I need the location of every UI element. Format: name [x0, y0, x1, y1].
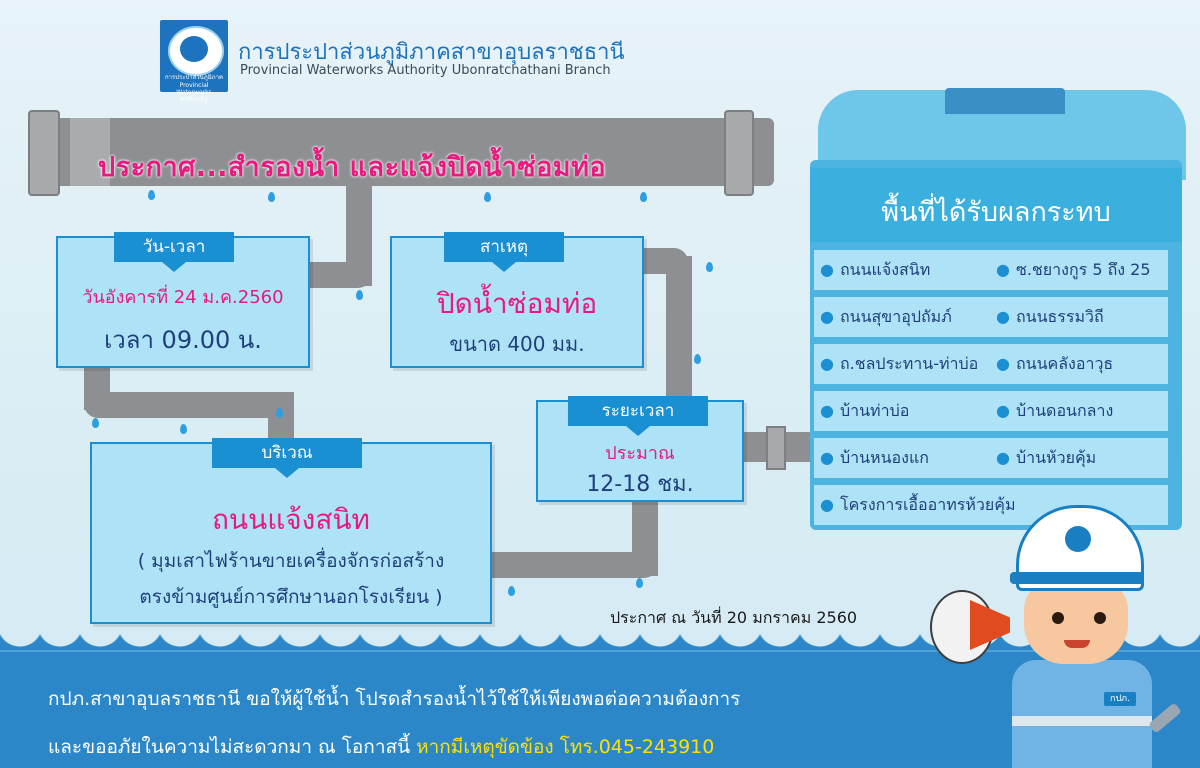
bullet-icon: ●: [996, 354, 1010, 373]
logo-text-th: การประปาส่วนภูมิภาค: [164, 74, 224, 81]
bullet-icon: ●: [820, 448, 834, 467]
location-box: บริเวณ ถนนแจ้งสนิท ( มุมเสาไฟร้านขายเครื…: [90, 438, 492, 624]
bullet-icon: ●: [996, 448, 1010, 467]
duration-box: ระยะเวลา ประมาณ 12-18 ชม.: [536, 396, 744, 502]
footer-message: กปภ.สาขาอุบลราชธานี ขอให้ผู้ใช้น้ำ โปรดส…: [48, 688, 741, 710]
location-detail-2: ตรงข้ามศูนย์การศึกษานอกโรงเรียน ): [139, 586, 443, 608]
affected-heading: พื้นที่ได้รับผลกระทบ: [881, 197, 1111, 228]
drop-icon: [180, 424, 187, 434]
bullet-icon: ●: [820, 307, 834, 326]
drop-icon: [92, 418, 99, 428]
cause-size: ขนาด 400 มม.: [449, 332, 585, 356]
mascot-body: [1012, 660, 1152, 768]
duration-label: ประมาณ: [605, 443, 675, 464]
affected-item: ●ถนนแจ้งสนิท: [814, 250, 992, 290]
org-name-th: การประปาส่วนภูมิภาคสาขาอุบลราชธานี: [238, 40, 625, 65]
bullet-icon: ●: [996, 401, 1010, 420]
bullet-icon: ●: [996, 307, 1010, 326]
footer-apology: และขออภัยในความไม่สะดวกมา ณ โอกาสนี้ หาก…: [48, 736, 715, 758]
affected-item: ●ถ.ชลประทาน-ท่าบ่อ: [814, 344, 992, 384]
cause-tab: สาเหตุ: [444, 232, 564, 272]
drop-icon: [508, 586, 515, 596]
location-tab: บริเวณ: [212, 438, 362, 478]
datetime-box: วัน-เวลา วันอังคารที่ 24 ม.ค.2560 เวลา 0…: [56, 232, 310, 368]
drop-icon: [694, 354, 701, 364]
affected-item: ●ถนนสุขาอุปถัมภ์: [814, 297, 992, 337]
affected-item: ●บ้านห้วยคุ้ม: [990, 438, 1168, 478]
pwa-logo: การประปาส่วนภูมิภาค Provincial Waterwork…: [160, 20, 228, 103]
logo-text-en: Provincial Waterworks Authority: [176, 82, 212, 103]
bullet-icon: ●: [820, 260, 834, 279]
drop-icon: [148, 190, 155, 200]
bullet-icon: ●: [996, 260, 1010, 279]
datetime-date: วันอังคารที่ 24 ม.ค.2560: [82, 287, 284, 308]
drop-icon: [356, 290, 363, 300]
duration-value: 12-18 ชม.: [586, 472, 694, 497]
drop-icon: [276, 408, 283, 418]
mascot-face: [1024, 580, 1128, 664]
affected-item: ●ถนนคลังอาวุธ: [990, 344, 1168, 384]
announcement-date: ประกาศ ณ วันที่ 20 มกราคม 2560: [610, 608, 858, 627]
drop-icon: [268, 192, 275, 202]
datetime-tab: วัน-เวลา: [114, 232, 234, 272]
water-band: [0, 652, 1200, 768]
affected-item: ●ถนนธรรมวิถี: [990, 297, 1168, 337]
affected-item: ●ซ.ชยางกูร 5 ถึง 25: [990, 250, 1168, 290]
drop-icon: [484, 192, 491, 202]
drop-icon: [636, 578, 643, 588]
drop-icon: [640, 192, 647, 202]
page-title: ประกาศ...สำรองน้ำ และแจ้งปิดน้ำซ่อมท่อ: [98, 152, 607, 183]
datetime-time: เวลา 09.00 น.: [104, 326, 262, 354]
bullet-icon: ●: [820, 401, 834, 420]
affected-item: ●บ้านดอนกลาง: [990, 391, 1168, 431]
drop-icon: [706, 262, 713, 272]
contact-phone: หากมีเหตุขัดข้อง โทร.045-243910: [416, 736, 715, 758]
bullet-icon: ●: [820, 495, 834, 514]
affected-item: ●บ้านหนองแก: [814, 438, 992, 478]
affected-item: ●บ้านท่าบ่อ: [814, 391, 992, 431]
location-detail-1: ( มุมเสาไฟร้านขายเครื่องจักรก่อสร้าง: [137, 550, 445, 572]
location-road: ถนนแจ้งสนิท: [211, 503, 371, 536]
water-tank-cap: [945, 88, 1065, 114]
mascot-badge: กปภ.: [1104, 692, 1136, 706]
bullet-icon: ●: [820, 354, 834, 373]
cause-title: ปิดน้ำซ่อมท่อ: [436, 287, 598, 320]
org-name-en: Provincial Waterworks Authority Ubonratc…: [240, 63, 611, 78]
affected-heading-bar: [810, 168, 1182, 242]
duration-tab: ระยะเวลา: [568, 396, 708, 436]
cause-box: สาเหตุ ปิดน้ำซ่อมท่อ ขนาด 400 มม.: [390, 232, 644, 368]
seal-icon: [168, 26, 224, 76]
